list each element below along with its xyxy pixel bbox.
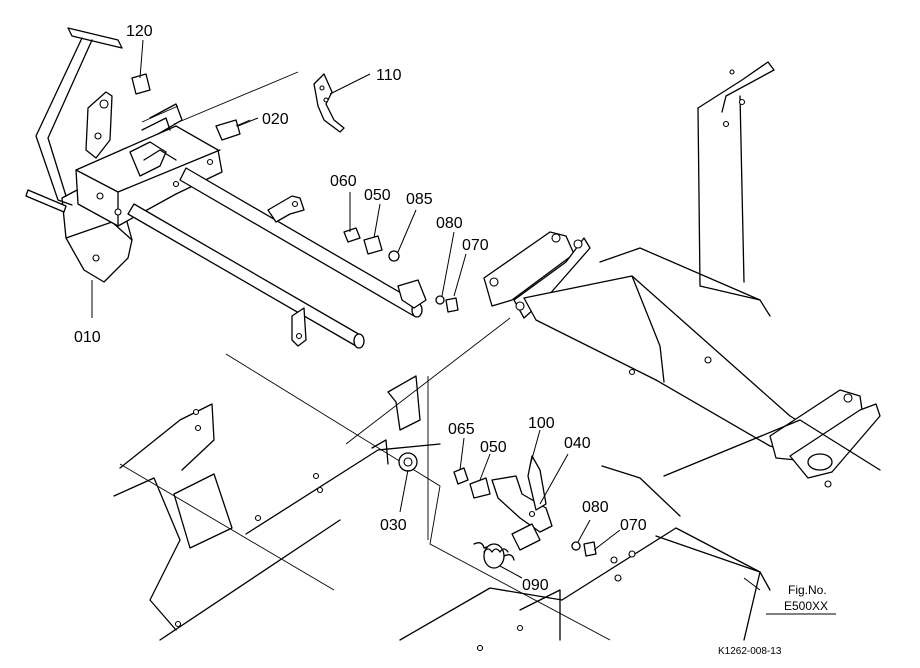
pedal-assembly (25, 27, 223, 283)
part-labels: 120 110 020 060 050 085 080 070 010 065 … (74, 23, 647, 594)
drawing-code: K1262-008-13 (718, 646, 782, 657)
fig-label: Fig.No. (788, 583, 827, 597)
label-030: 030 (380, 517, 407, 534)
lower-lever-assembly (398, 452, 597, 569)
fig-number: E500XX (784, 599, 828, 613)
label-065: 065 (448, 421, 475, 438)
label-050-top: 050 (364, 187, 391, 204)
label-070-bottom: 070 (620, 517, 647, 534)
label-050-bottom: 050 (480, 439, 507, 456)
figure-number: Fig.No. E500XX (766, 583, 836, 615)
label-080-top: 080 (436, 215, 463, 232)
label-085: 085 (406, 191, 433, 208)
label-020: 020 (262, 111, 289, 128)
label-080-bottom: 080 (582, 499, 609, 516)
bracket-110 (131, 71, 345, 141)
label-040: 040 (564, 435, 591, 452)
label-100: 100 (528, 415, 555, 432)
label-090: 090 (522, 577, 549, 594)
cross-shafts (127, 167, 423, 349)
chassis-frame (113, 317, 881, 652)
upper-hardware (343, 227, 459, 313)
leader-lines (91, 39, 761, 591)
label-110: 110 (376, 67, 402, 84)
label-070-top: 070 (462, 237, 489, 254)
swing-frame (483, 61, 881, 488)
label-060: 060 (330, 173, 357, 190)
label-010: 010 (74, 329, 101, 346)
label-120: 120 (126, 23, 153, 40)
